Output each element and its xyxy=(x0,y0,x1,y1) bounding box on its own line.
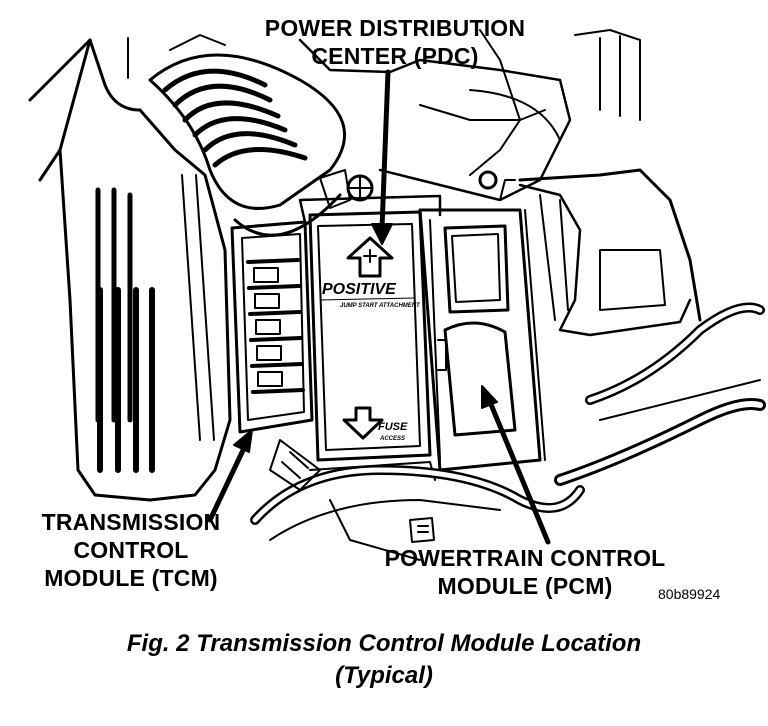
tcm-callout-line-3: MODULE (TCM) xyxy=(44,565,218,591)
right-side-tray xyxy=(518,183,766,486)
power-distribution-center xyxy=(298,194,442,481)
figure-caption: Fig. 2 Transmission Control Module Locat… xyxy=(0,628,768,692)
caption-line-2: (Typical) xyxy=(335,662,433,689)
pdc-jump-start-marking: JUMP START ATTACHMENT xyxy=(340,303,421,309)
pdc-positive-marking: POSITIVE xyxy=(322,281,397,298)
wiring-harness xyxy=(250,179,585,561)
pcm-callout-line-1: POWERTRAIN CONTROL xyxy=(384,545,666,571)
powertrain-control-module xyxy=(418,208,546,472)
tcm-callout-line-2: CONTROL xyxy=(73,537,189,563)
pdc-callout-line-1: POWER DISTRIBUTION xyxy=(264,15,526,41)
callout-arrows xyxy=(207,69,551,545)
pcm-callout: POWERTRAIN CONTROL MODULE (PCM) xyxy=(345,544,705,600)
transmission-control-module xyxy=(230,220,314,434)
pdc-callout-line-2: CENTER (PDC) xyxy=(311,43,479,69)
pdc-fuse-marking: FUSE xyxy=(378,421,408,433)
left-fender-panel xyxy=(28,37,232,502)
pdc-fuse-access-marking: ACCESS xyxy=(379,436,405,442)
tcm-callout: TRANSMISSION CONTROL MODULE (TCM) xyxy=(6,508,256,592)
caption-line-1: Fig. 2 Transmission Control Module Locat… xyxy=(126,630,642,657)
pdc-callout: POWER DISTRIBUTION CENTER (PDC) xyxy=(210,14,580,70)
figure-reference-number: 80b89924 xyxy=(658,586,721,602)
tcm-callout-line-1: TRANSMISSION xyxy=(41,509,221,535)
pcm-callout-line-2: MODULE (PCM) xyxy=(437,573,613,599)
